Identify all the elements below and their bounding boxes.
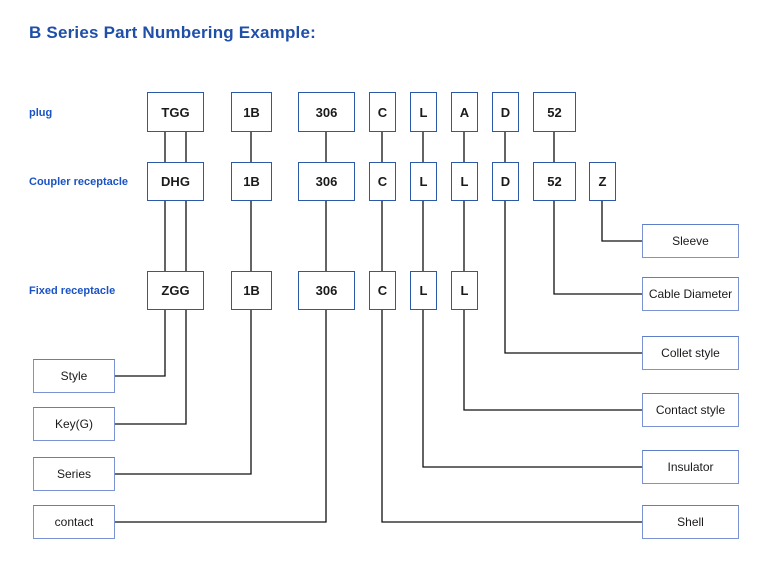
code-box[interactable]: L xyxy=(410,271,437,310)
row-label-plug: plug xyxy=(29,107,53,119)
connector-line xyxy=(422,310,642,468)
code-box[interactable]: 306 xyxy=(298,271,355,310)
code-box[interactable]: L xyxy=(410,162,437,201)
code-box[interactable]: 306 xyxy=(298,92,355,132)
code-box[interactable]: L xyxy=(410,92,437,132)
term-box-right[interactable]: Cable Diameter xyxy=(642,277,739,311)
code-box[interactable]: C xyxy=(369,271,396,310)
row-label-coupler-receptacle: Coupler receptacle xyxy=(29,176,129,188)
code-box[interactable]: 52 xyxy=(533,92,576,132)
term-box-left[interactable]: Style xyxy=(33,359,115,393)
term-box-right[interactable]: Contact style xyxy=(642,393,739,427)
connector-line xyxy=(115,310,187,425)
connector-line xyxy=(504,201,642,354)
connector-line xyxy=(115,310,252,475)
code-box[interactable]: 1B xyxy=(231,162,272,201)
code-box[interactable]: A xyxy=(451,92,478,132)
code-box[interactable]: L xyxy=(451,271,478,310)
term-box-right[interactable]: Insulator xyxy=(642,450,739,484)
row-label-fixed-receptacle: Fixed receptacle xyxy=(29,285,116,297)
term-box-right[interactable]: Shell xyxy=(642,505,739,539)
code-box[interactable]: C xyxy=(369,92,396,132)
code-box[interactable]: C xyxy=(369,162,396,201)
connector-line xyxy=(381,310,642,523)
page-title: B Series Part Numbering Example: xyxy=(29,23,316,42)
code-box[interactable]: D xyxy=(492,162,519,201)
code-box[interactable]: D xyxy=(492,92,519,132)
code-box[interactable]: 306 xyxy=(298,162,355,201)
code-box[interactable]: TGG xyxy=(147,92,204,132)
connector-line xyxy=(115,310,166,377)
connector-line xyxy=(553,201,642,295)
connector-line xyxy=(601,201,642,242)
code-box[interactable]: 52 xyxy=(533,162,576,201)
connector-line xyxy=(115,310,327,523)
code-box[interactable]: L xyxy=(451,162,478,201)
code-box[interactable]: Z xyxy=(589,162,616,201)
term-box-right[interactable]: Collet style xyxy=(642,336,739,370)
term-box-left[interactable]: Series xyxy=(33,457,115,491)
code-box[interactable]: ZGG xyxy=(147,271,204,310)
connector-line xyxy=(463,310,642,411)
term-box-left[interactable]: contact xyxy=(33,505,115,539)
code-box[interactable]: 1B xyxy=(231,271,272,310)
term-box-left[interactable]: Key(G) xyxy=(33,407,115,441)
code-box[interactable]: 1B xyxy=(231,92,272,132)
term-box-right[interactable]: Sleeve xyxy=(642,224,739,258)
code-box[interactable]: DHG xyxy=(147,162,204,201)
